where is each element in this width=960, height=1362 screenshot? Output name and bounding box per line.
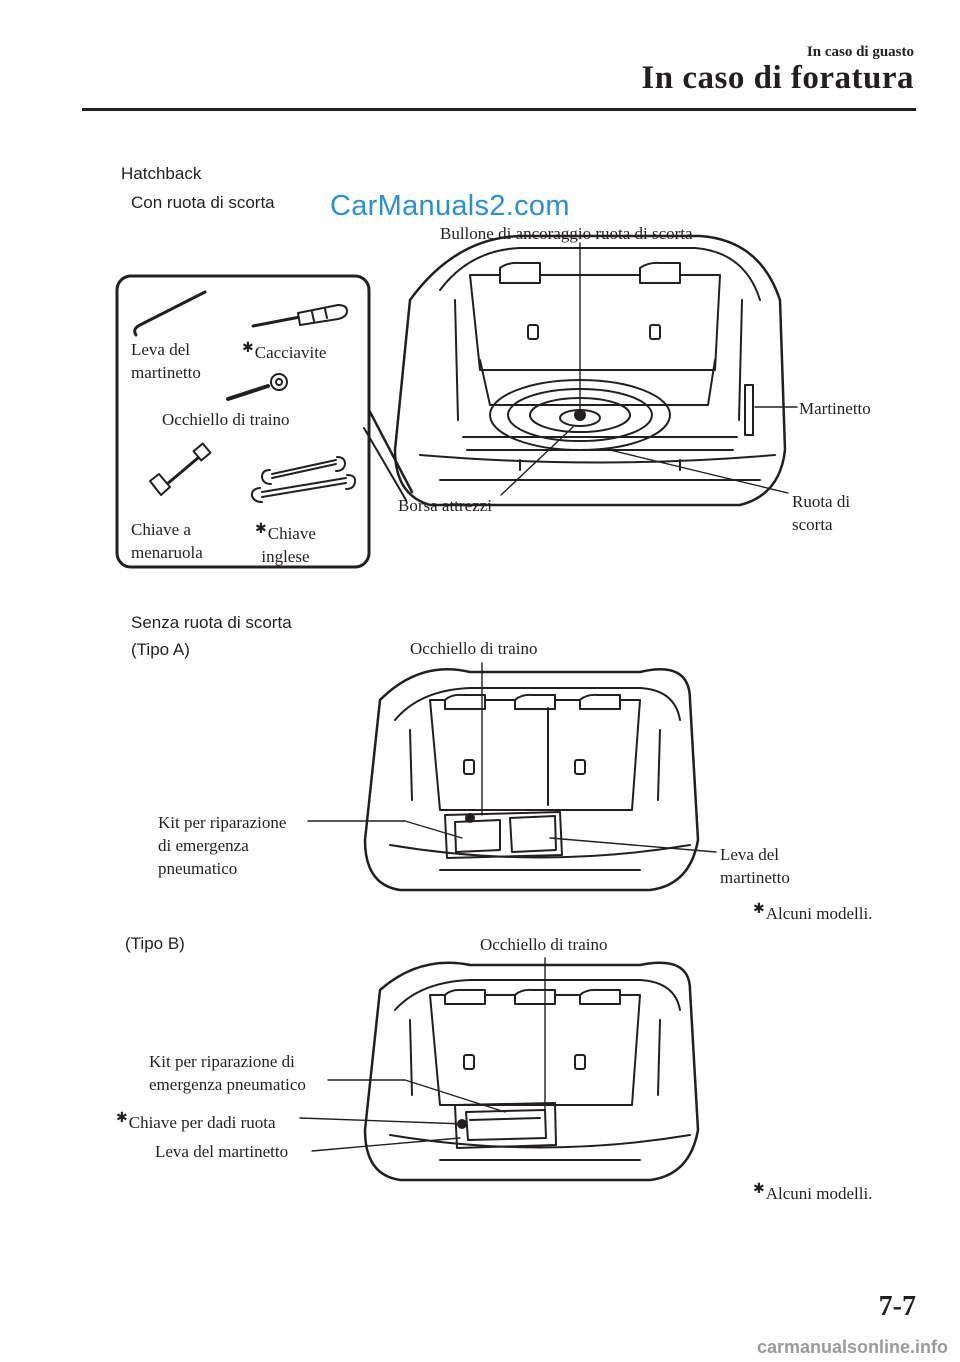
section-heading: Hatchback — [121, 164, 202, 183]
callout-spare-tire: Ruota di scorta — [792, 492, 851, 534]
callout-tool-bag: Borsa attrezzi — [398, 496, 492, 515]
callout-spare-bolt: Bullone di ancoraggio ruota di scorta — [440, 224, 693, 243]
header-rule — [82, 108, 916, 111]
car-rear-type-a — [363, 667, 700, 892]
callout-lines-car3 — [299, 957, 546, 1152]
label-screwdriver: ✱Cacciavite — [242, 341, 327, 362]
footer-watermark: carmanualsonline.info — [756, 1337, 948, 1357]
screwdriver-icon — [251, 304, 348, 328]
type-a-tow-eye: Occhiello di traino — [410, 639, 538, 658]
watermark: CarManuals2.com — [330, 190, 570, 222]
jack-lever-tool-icon — [133, 290, 207, 337]
type-b-jack-lever: Leva del martinetto — [155, 1142, 289, 1161]
asterisk-icon: ✱ — [753, 1182, 765, 1197]
chapter-title: In caso di guasto — [806, 44, 914, 60]
car-rear-type-b — [363, 961, 700, 1182]
callout-lines-car2 — [307, 662, 717, 853]
without-spare-heading: Senza ruota di scorta — [131, 613, 292, 632]
with-spare-heading: Con ruota di scorta — [131, 193, 275, 212]
asterisk-icon: ✱ — [753, 902, 765, 917]
tools-panel — [115, 274, 414, 569]
page-number: 7-7 — [878, 1291, 916, 1322]
type-b-lug-wrench: ✱Chiave per dadi ruota — [116, 1111, 276, 1132]
type-a-repair-kit: Kit per riparazione di emergenza pneumat… — [158, 813, 287, 878]
car-rear-with-spare — [393, 234, 787, 507]
tow-eye-icon — [226, 373, 288, 401]
label-tow-eye: Occhiello di traino — [162, 410, 290, 429]
asterisk-icon: ✱ — [242, 341, 254, 356]
type-b-tow-eye: Occhiello di traino — [480, 935, 608, 954]
type-b-label: (Tipo B) — [125, 934, 185, 953]
label-spanner: ✱Chiave inglese — [255, 522, 316, 566]
label-lug-wrench: Chiave a menaruola — [131, 520, 203, 562]
type-b-note: ✱Alcuni modelli. — [753, 1182, 873, 1203]
label-jack-lever: Leva del martinetto — [131, 340, 201, 382]
type-a-label: (Tipo A) — [131, 640, 190, 659]
spanner-icon — [250, 456, 357, 503]
type-a-jack-lever: Leva del martinetto — [720, 845, 790, 887]
page-title: In caso di foratura — [641, 60, 914, 96]
asterisk-icon: ✱ — [116, 1111, 128, 1126]
type-b-repair-kit: Kit per riparazione di emergenza pneumat… — [149, 1052, 306, 1094]
type-a-note: ✱Alcuni modelli. — [753, 902, 873, 923]
callout-lines-car1 — [500, 242, 798, 496]
lug-wrench-icon — [149, 442, 212, 496]
asterisk-icon: ✱ — [255, 522, 267, 537]
callout-jack: Martinetto — [799, 399, 871, 418]
